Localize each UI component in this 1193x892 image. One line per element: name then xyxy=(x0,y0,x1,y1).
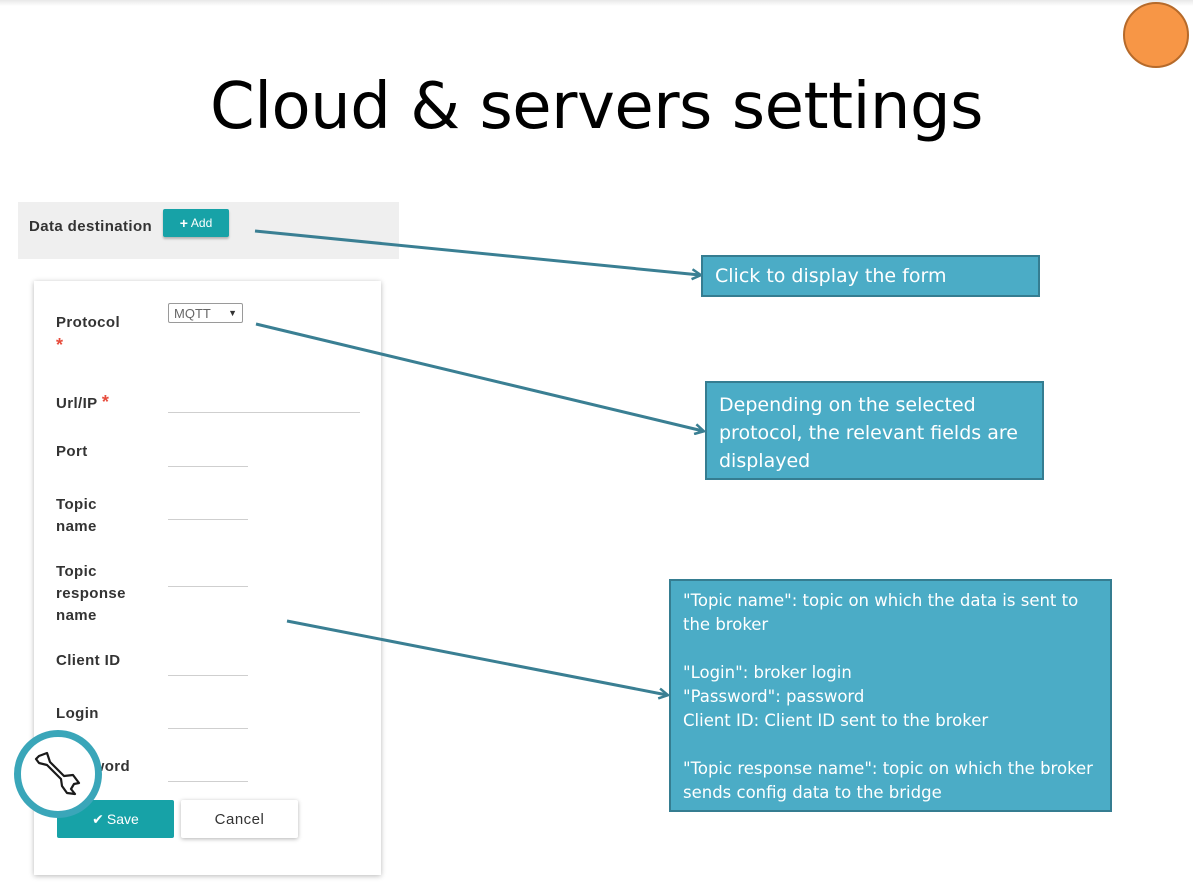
login-label: Login xyxy=(56,705,99,722)
plus-icon: + xyxy=(179,215,188,231)
topic-response-label-line1: Topic xyxy=(56,563,97,580)
topic-response-label-line3: name xyxy=(56,607,97,624)
topic-name-label: Topic name xyxy=(56,494,97,538)
callout-protocol-fields: Depending on the selected protocol, the … xyxy=(705,381,1044,480)
password-input[interactable] xyxy=(168,781,248,782)
url-ip-required-mark: * xyxy=(101,392,110,412)
wrench-icon xyxy=(34,751,81,796)
url-ip-label: Url/IP * xyxy=(56,391,109,415)
callout-password-text: "Password": password xyxy=(683,687,865,706)
topic-response-name-input[interactable] xyxy=(168,586,248,587)
protocol-required-mark: * xyxy=(56,335,64,355)
client-id-label: Client ID xyxy=(56,652,121,669)
client-id-input[interactable] xyxy=(168,675,248,676)
url-ip-label-text: Url/IP xyxy=(56,395,98,412)
callout-topic-response-text: "Topic response name": topic on which th… xyxy=(683,759,1093,802)
save-button-label: Save xyxy=(106,811,139,827)
data-destination-bar: Data destination + Add xyxy=(18,202,399,259)
arrow-to-callout-protocol-fields xyxy=(255,322,703,431)
arrow-to-callout-field-descriptions xyxy=(286,619,667,695)
topic-response-name-label: Topic response name xyxy=(56,561,126,627)
protocol-select[interactable]: MQTT ▼ xyxy=(168,303,243,323)
data-destination-label: Data destination xyxy=(29,218,153,235)
arrow-to-callout-display-form xyxy=(254,229,700,275)
protocol-selected-value: MQTT xyxy=(174,305,211,321)
callout-login-text: "Login": broker login xyxy=(683,663,852,682)
protocol-label: Protocol * xyxy=(56,312,120,358)
callout-topic-name-text: "Topic name": topic on which the data is… xyxy=(683,591,1079,634)
check-icon: ✔ xyxy=(92,810,104,827)
callout-display-form: Click to display the form xyxy=(701,255,1040,297)
add-button-label: Add xyxy=(190,216,213,230)
port-input[interactable] xyxy=(168,466,248,467)
port-label: Port xyxy=(56,443,88,460)
login-input[interactable] xyxy=(168,728,248,729)
cancel-button[interactable]: Cancel xyxy=(181,800,298,838)
protocol-label-text: Protocol xyxy=(56,314,121,331)
callout-client-id-text: Client ID: Client ID sent to the broker xyxy=(683,711,989,730)
topic-name-label-line2: name xyxy=(56,518,97,535)
topic-response-label-line2: response xyxy=(56,585,126,602)
topic-name-input[interactable] xyxy=(168,519,248,520)
orange-decoration-circle xyxy=(1123,2,1189,68)
slide-title: Cloud & servers settings xyxy=(210,70,983,144)
add-destination-button[interactable]: + Add xyxy=(163,209,229,237)
topic-name-label-line1: Topic xyxy=(56,496,97,513)
slide-top-edge xyxy=(0,0,1193,6)
url-ip-input[interactable] xyxy=(168,412,360,413)
caret-down-icon: ▼ xyxy=(228,308,237,318)
wrench-badge xyxy=(14,730,102,818)
